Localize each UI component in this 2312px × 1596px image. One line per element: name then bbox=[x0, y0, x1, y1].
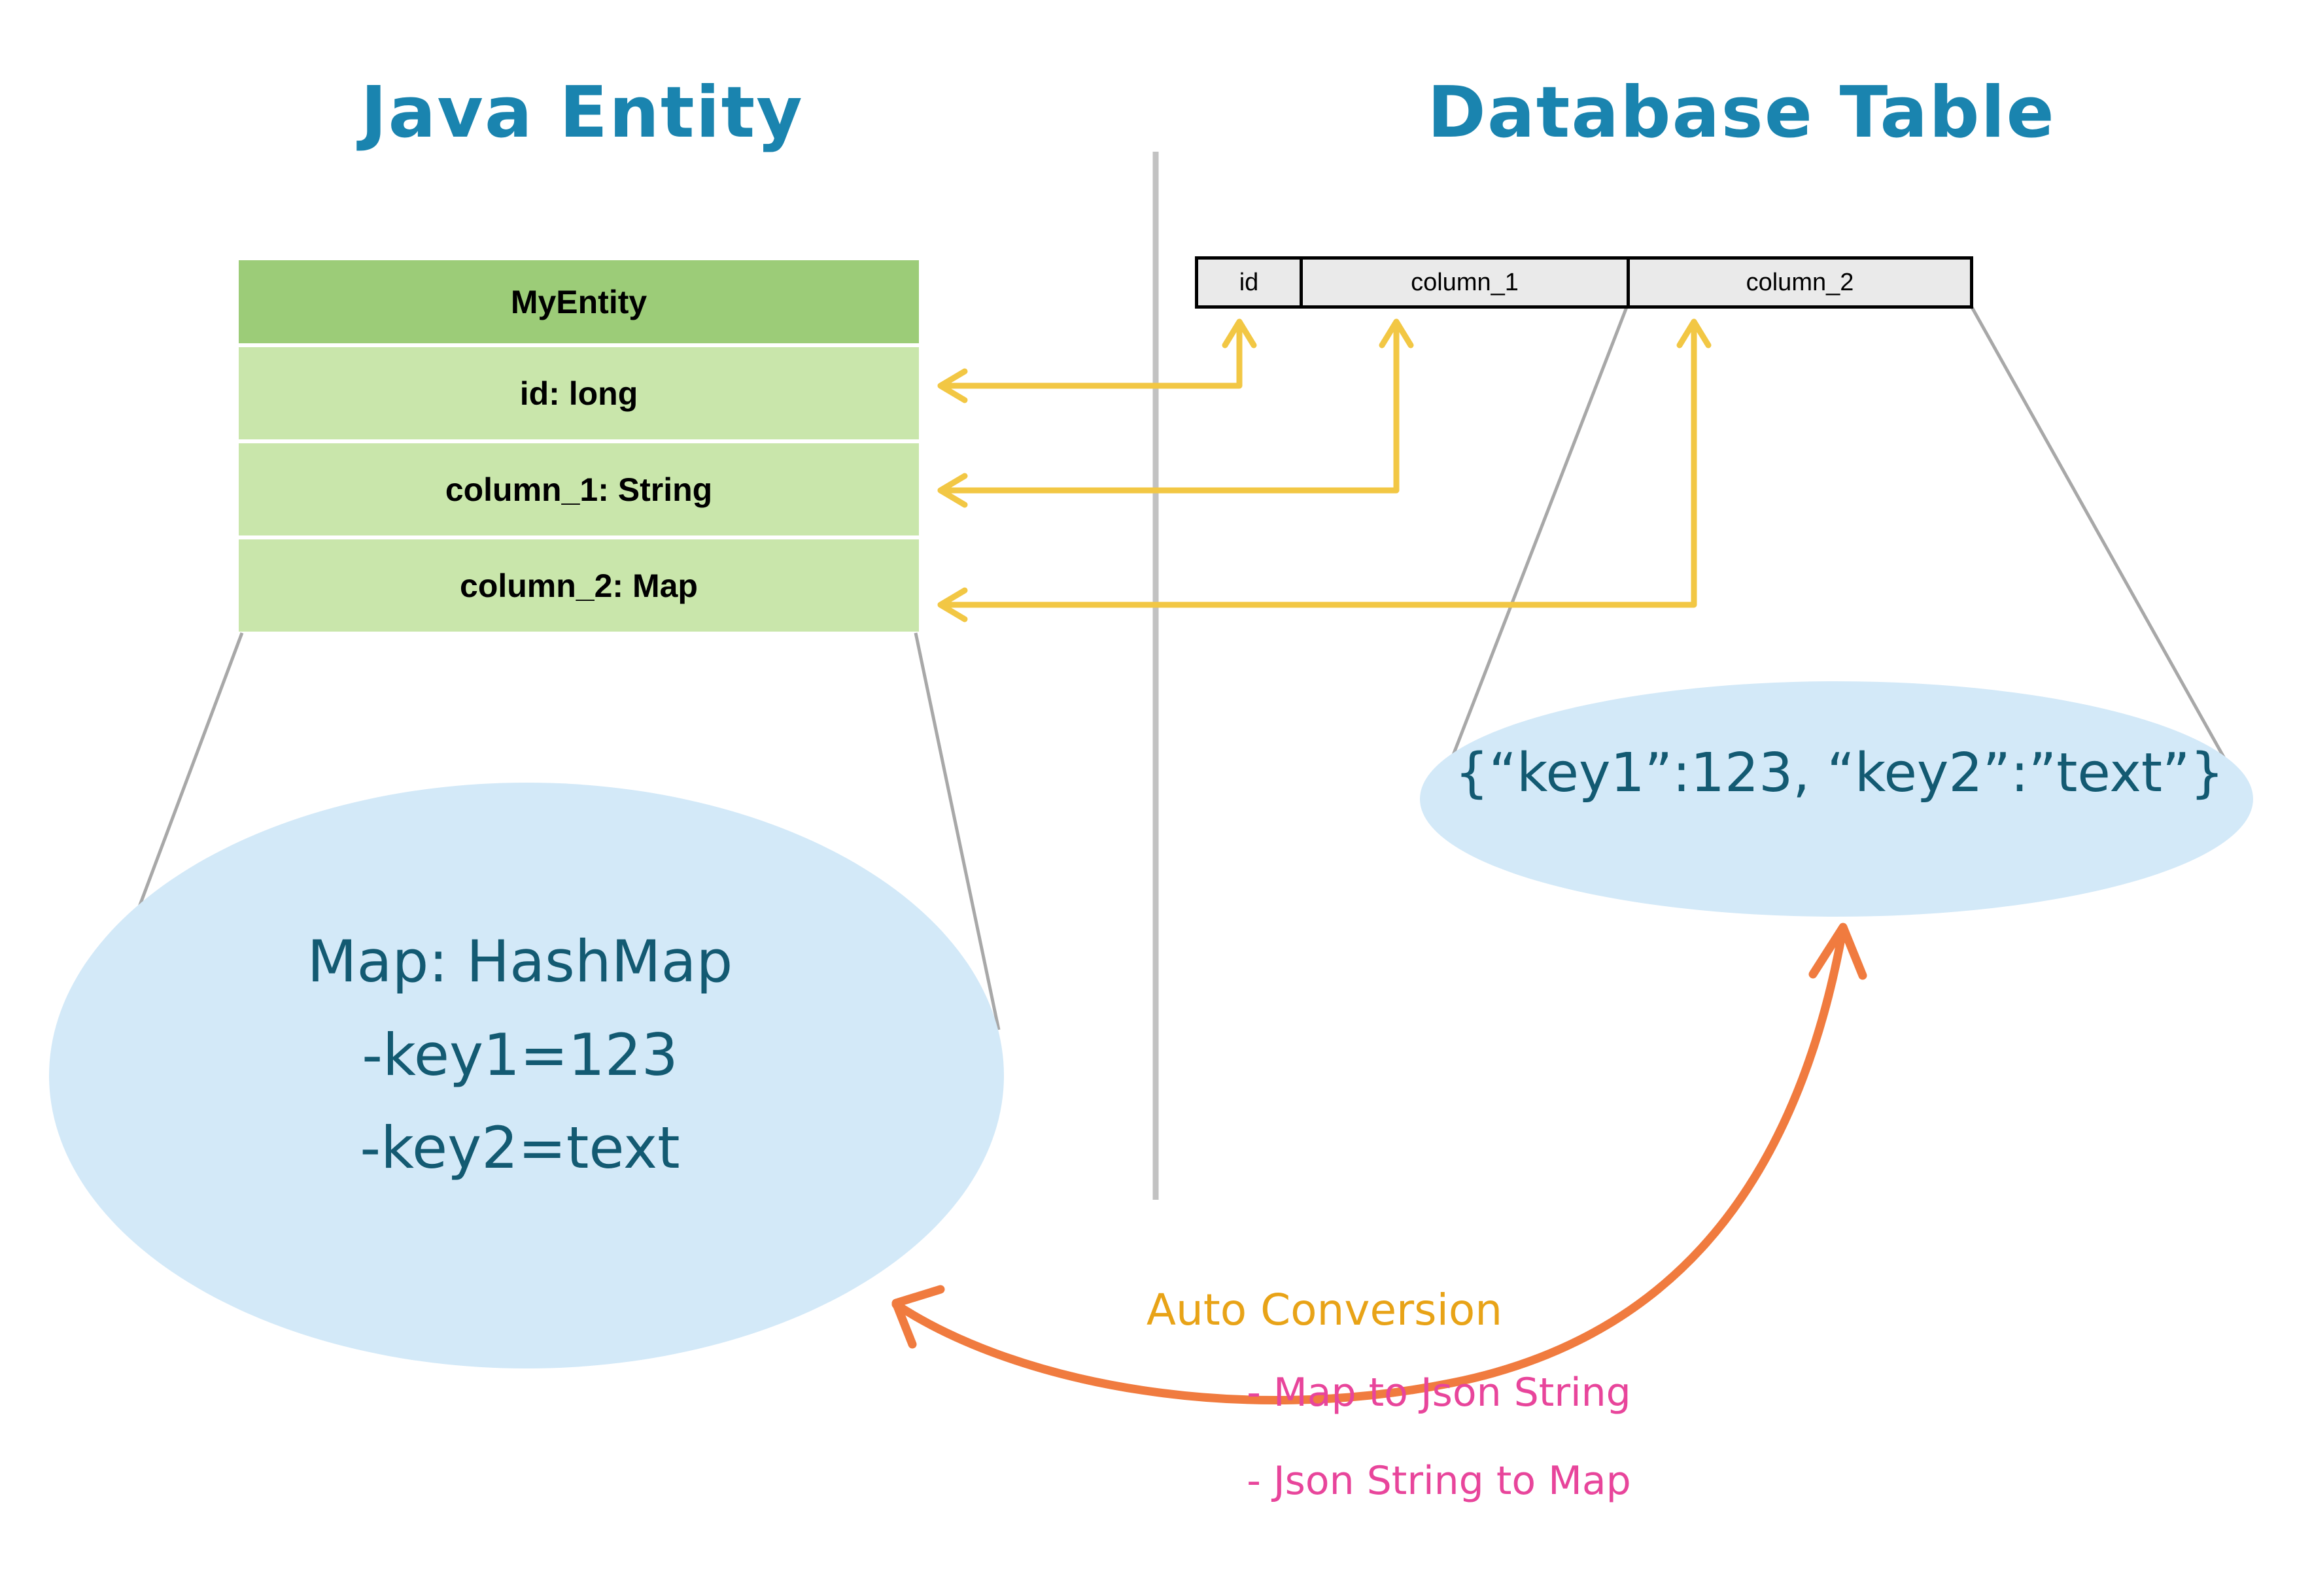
entity-field-column1: column_1: String bbox=[239, 439, 919, 535]
hashmap-line-1: Map: HashMap bbox=[307, 928, 733, 995]
db-column-header-column2: column_2 bbox=[1627, 260, 1970, 305]
entity-name-header: MyEntity bbox=[239, 260, 919, 343]
conversion-bullet-map-to-json: - Map to Json String bbox=[1247, 1370, 1631, 1416]
entity-field-column2: column_2: Map bbox=[239, 535, 919, 632]
leader-line-column2-left bbox=[1432, 307, 1629, 806]
page-title-java-entity: Java Entity bbox=[360, 72, 804, 154]
hashmap-line-3: -key2=text bbox=[360, 1114, 680, 1182]
auto-conversion-label: Auto Conversion bbox=[1146, 1285, 1503, 1335]
entity-field-id: id: long bbox=[239, 343, 919, 439]
page-title-database-table: Database Table bbox=[1427, 72, 2056, 154]
connector-column2 bbox=[937, 318, 1712, 622]
conversion-bullet-json-to-map: - Json String to Map bbox=[1247, 1458, 1631, 1504]
connector-column1 bbox=[937, 318, 1414, 508]
hashmap-bubble bbox=[49, 783, 1004, 1368]
database-table-header-row: id column_1 column_2 bbox=[1195, 256, 1973, 309]
hashmap-line-2: -key1=123 bbox=[362, 1021, 678, 1089]
leader-line-entity-right bbox=[914, 632, 1001, 1030]
hashmap-bubble-text: Map: HashMap -key1=123 -key2=text bbox=[150, 915, 889, 1195]
entity-box: MyEntity id: long column_1: String colum… bbox=[239, 260, 919, 632]
leader-line-column2-right bbox=[1970, 306, 2247, 796]
connector-id bbox=[937, 318, 1257, 403]
db-column-header-column1: column_1 bbox=[1300, 260, 1627, 305]
json-bubble bbox=[1420, 681, 2253, 917]
json-bubble-text: {“key1”:123, “key2”:”text”} bbox=[1455, 742, 2224, 804]
db-column-header-id: id bbox=[1198, 260, 1300, 305]
leader-line-entity-left bbox=[75, 632, 244, 1073]
